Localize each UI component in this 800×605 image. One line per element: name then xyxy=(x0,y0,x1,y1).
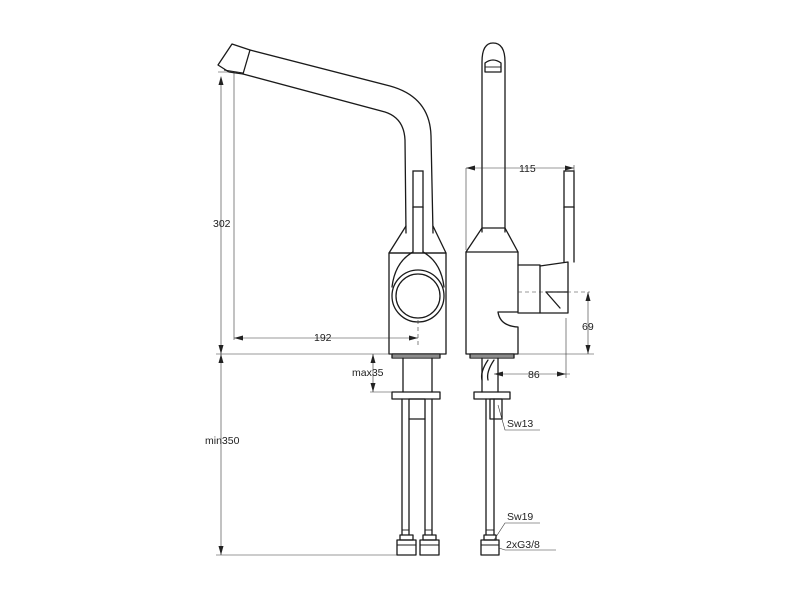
side-neck xyxy=(465,227,519,253)
front-knob xyxy=(391,269,445,323)
front-body-neck xyxy=(388,225,447,254)
dim-label-115: 115 xyxy=(519,163,536,175)
spout-tip xyxy=(217,43,251,75)
dim-label-69: 69 xyxy=(582,321,594,333)
label-sw19: Sw19 xyxy=(507,511,533,523)
label-sw13: Sw13 xyxy=(507,418,533,430)
side-lever xyxy=(563,170,575,208)
side-view: 115 69 86 Sw13 Sw19 2xG3/8 xyxy=(465,42,594,556)
spout-arm xyxy=(249,49,434,234)
dim-label-86: 86 xyxy=(528,369,540,381)
label-thread: 2xG3/8 xyxy=(506,539,540,551)
front-lever xyxy=(412,170,424,208)
dim-label-192: 192 xyxy=(314,332,332,344)
side-hose-nut xyxy=(480,539,500,556)
dim-label-min350: min350 xyxy=(205,435,240,447)
side-body xyxy=(465,251,519,355)
front-fixing-plate xyxy=(391,391,441,400)
front-hose-nut-left xyxy=(396,539,417,556)
side-spout xyxy=(481,42,506,233)
dim-label-302: 302 xyxy=(213,218,231,230)
dim-label-max35: max35 xyxy=(352,367,384,379)
front-view: 302 192 max35 min350 xyxy=(205,43,447,556)
front-hose-nut-right xyxy=(419,539,440,556)
side-fixing-plate xyxy=(473,391,511,400)
side-lever-hub xyxy=(517,264,541,314)
